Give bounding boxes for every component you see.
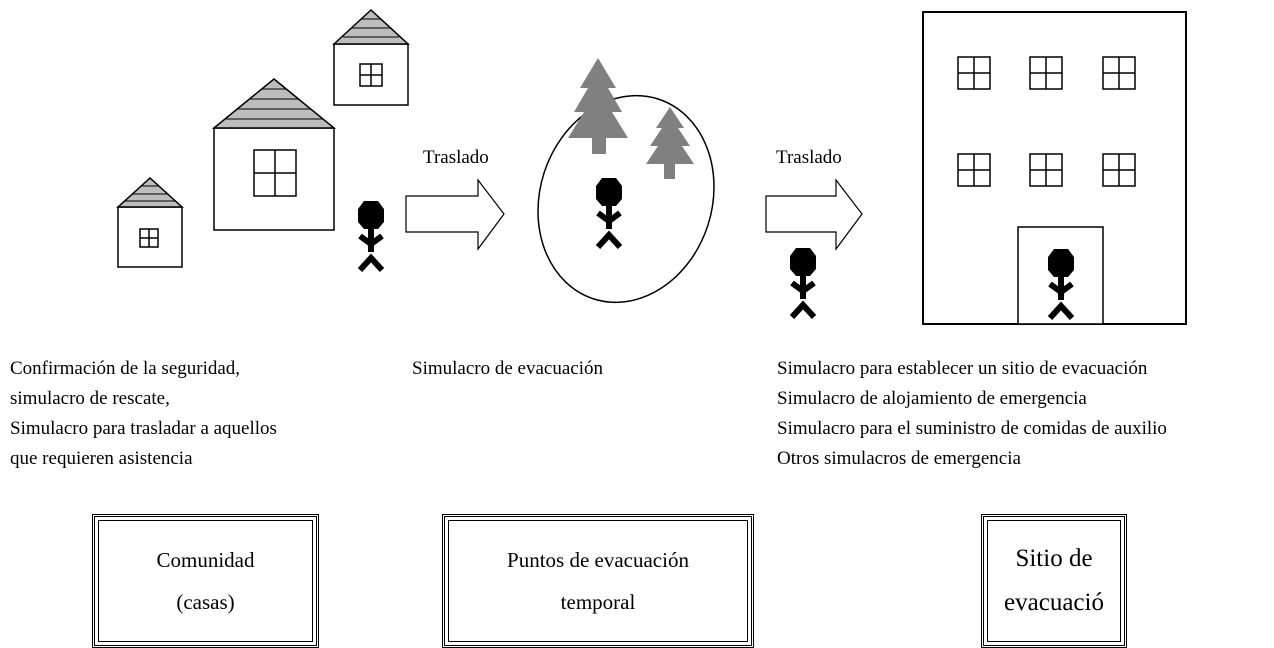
- description-line: que requieren asistencia: [10, 448, 193, 469]
- tree-icon: [646, 107, 694, 179]
- temporary-point-box: Puntos de evacuación temporal: [442, 514, 754, 648]
- box-line: (casas): [176, 590, 235, 614]
- evacuation-site-box: Sitio de evacuació: [981, 514, 1127, 648]
- arrow-label-right: Traslado: [776, 147, 842, 168]
- arrow-label-left: Traslado: [423, 147, 489, 168]
- tree-icon: [568, 58, 628, 154]
- description-line: Simulacro para trasladar a aquellos: [10, 418, 277, 439]
- temporary-point-description: Simulacro de evacuación: [412, 354, 603, 384]
- temporary-area: [537, 94, 715, 304]
- description-line: Simulacro para el suministro de comidas …: [777, 418, 1167, 439]
- description-line: Confirmación de la seguridad,: [10, 358, 241, 379]
- community-description: Confirmación de la seguridad, simulacro …: [10, 354, 277, 474]
- box-line: Puntos de evacuación: [507, 548, 689, 572]
- box-line: evacuació: [1004, 589, 1104, 616]
- person-icon: [1047, 249, 1075, 321]
- person-icon: [595, 178, 623, 250]
- description-line: Otros simulacros de emergencia: [777, 448, 1021, 469]
- description-line: simulacro de rescate,: [10, 388, 170, 409]
- person-icon: [789, 248, 817, 320]
- description-line: Simulacro de evacuación: [412, 358, 603, 379]
- description-line: Simulacro de alojamiento de emergencia: [777, 388, 1087, 409]
- house-icon: [211, 78, 337, 231]
- house-icon: [332, 8, 410, 106]
- house-icon: [116, 176, 184, 268]
- box-line: temporal: [560, 590, 636, 614]
- box-line: Sitio de: [1015, 545, 1093, 572]
- arrow-icon: [765, 178, 863, 251]
- community-box: Comunidad (casas): [92, 514, 319, 648]
- box-line: Comunidad: [156, 548, 255, 572]
- arrow-icon: [405, 178, 505, 251]
- description-line: Simulacro para establecer un sitio de ev…: [777, 358, 1148, 379]
- building-icon: [922, 11, 1187, 325]
- evacuation-site-description: Simulacro para establecer un sitio de ev…: [777, 354, 1167, 474]
- person-icon: [357, 201, 385, 273]
